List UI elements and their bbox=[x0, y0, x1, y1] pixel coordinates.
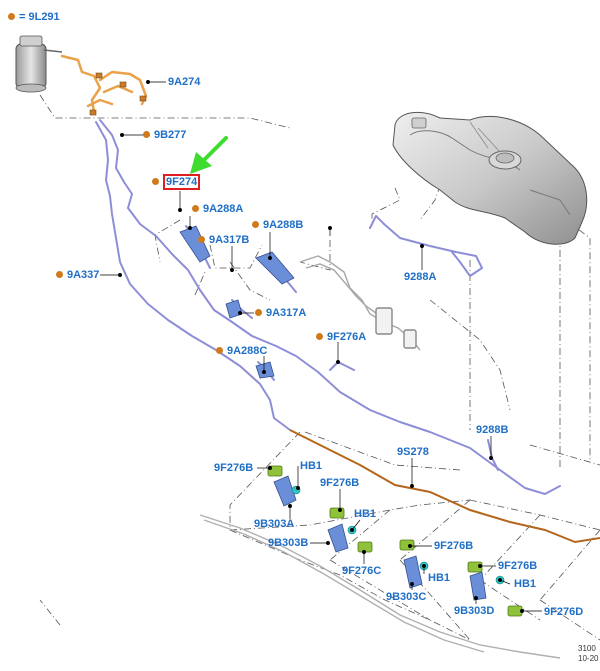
label-9A337: 9A337 bbox=[56, 269, 99, 282]
marker-dot-icon bbox=[255, 308, 262, 316]
highlighted-part: 9F274 bbox=[163, 174, 201, 190]
marker-dot-icon bbox=[198, 235, 205, 243]
label-9A317A: 9A317A bbox=[255, 307, 306, 320]
brown-fuel-line bbox=[289, 429, 600, 544]
leader-lines bbox=[100, 80, 542, 613]
label-9B303D: 9B303D bbox=[454, 605, 495, 617]
label-9F276B: 9F276B bbox=[498, 560, 538, 572]
label-9F276D: 9F276D bbox=[544, 606, 584, 618]
label-9A317B: 9A317B bbox=[198, 234, 249, 247]
lower-lines bbox=[199, 514, 561, 659]
label-9288B: 9288B bbox=[476, 424, 509, 436]
harness-connectors bbox=[89, 72, 147, 116]
pointer-arrow-icon bbox=[190, 136, 228, 174]
fuel-filter-illustration bbox=[15, 35, 63, 93]
legend-text: = 9L291 bbox=[19, 11, 60, 23]
wiring-harness-illustration bbox=[60, 54, 148, 114]
label-9A288C: 9A288C bbox=[216, 345, 267, 358]
label-HB1: HB1 bbox=[300, 460, 323, 472]
marker-dot-icon bbox=[152, 177, 159, 185]
marker-dot-icon bbox=[56, 270, 63, 278]
label-9F274: 9F274 bbox=[152, 174, 201, 190]
label-9F276C: 9F276C bbox=[342, 565, 382, 577]
marker-dot-icon bbox=[216, 346, 223, 354]
label-9F276A: 9F276A bbox=[316, 331, 366, 344]
marker-dot-icon bbox=[192, 204, 199, 212]
legend: = 9L291 bbox=[8, 11, 60, 24]
label-9F276B: 9F276B bbox=[320, 477, 360, 489]
label-9B303B: 9B303B bbox=[268, 537, 309, 549]
label-9B303A: 9B303A bbox=[254, 518, 295, 530]
marker-dot-icon bbox=[252, 220, 259, 228]
fuel-tank-illustration bbox=[392, 111, 588, 245]
label-9S278: 9S278 bbox=[397, 446, 429, 458]
label-9F276B: 9F276B bbox=[214, 462, 254, 474]
label-HB1: HB1 bbox=[514, 578, 537, 590]
label-HB1: HB1 bbox=[428, 572, 451, 584]
marker-dot-icon bbox=[316, 332, 323, 340]
label-9B277: 9B277 bbox=[143, 129, 186, 142]
reference-number: 3100 10-20 bbox=[578, 644, 599, 663]
label-9B303C: 9B303C bbox=[386, 591, 427, 603]
label-9A288B: 9A288B bbox=[252, 219, 303, 232]
label-9A288A: 9A288A bbox=[192, 203, 243, 216]
marker-dot-icon bbox=[8, 12, 15, 20]
vent-lines bbox=[299, 255, 421, 351]
marker-dot-icon bbox=[143, 130, 150, 138]
label-9F276B: 9F276B bbox=[434, 540, 474, 552]
label-HB1: HB1 bbox=[354, 508, 377, 520]
label-9A274: 9A274 bbox=[168, 76, 201, 88]
brackets bbox=[179, 225, 487, 601]
label-9288A: 9288A bbox=[404, 271, 437, 283]
